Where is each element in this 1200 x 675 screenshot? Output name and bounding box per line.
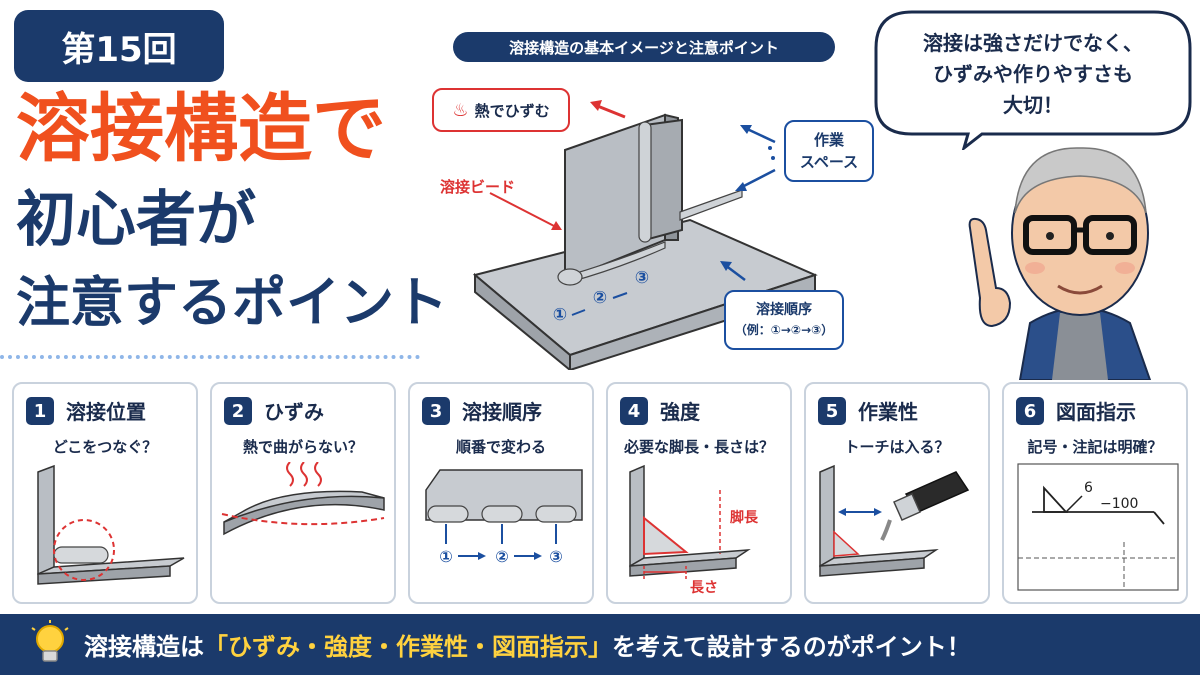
order-marker-3: ③ [549, 547, 563, 566]
card-strength: 4 強度 必要な脚長・長さは？ 脚長 長さ [606, 382, 792, 604]
leg-length-label: 脚長 [730, 510, 759, 526]
card-weld-order: 3 溶接順序 順番で変わる ① ② ③ [408, 382, 594, 604]
order-marker-1: ① [553, 305, 567, 325]
card-weld-position: 1 溶接位置 どこをつなぐ？ [12, 382, 198, 604]
card-drawing-instruction: 6 図面指示 記号・注記は明確？ 6 −100 [1002, 382, 1188, 604]
speech-bubble [874, 10, 1192, 150]
diagram-title: 溶接構造の基本イメージと注意ポイント [453, 32, 835, 62]
weld-symbol-illustration: 6 −100 [1017, 463, 1179, 591]
card-workability: 5 作業性 トーチは入る？ [804, 382, 990, 604]
workability-illustration [819, 464, 970, 577]
weld-length-symbol: −100 [1100, 496, 1138, 512]
footer-banner: 溶接構造は 「ひずみ・強度・作業性・図面指示」 を考えて設計するのがポイント！ [0, 614, 1200, 675]
weld-order-note: 溶接順序 （例：①→②→③） [724, 290, 844, 350]
weld-size-label: 6 [1084, 480, 1093, 496]
welding-torch-icon [880, 471, 970, 541]
dotted-divider [0, 355, 420, 359]
order-marker-1: ① [439, 547, 453, 566]
heat-distortion-note: ♨ 熱でひずむ [432, 88, 570, 132]
weld-bead-label: 溶接ビード [440, 178, 516, 196]
order-marker-2: ② [593, 288, 607, 308]
order-marker-2: ② [495, 547, 509, 566]
weld-bead [557, 121, 743, 286]
weld-position-illustration [37, 464, 185, 585]
work-space-note: 作業 スペース [784, 120, 874, 182]
distortion-illustration [221, 462, 385, 536]
episode-badge: 第15回 [14, 10, 224, 82]
title-line-1: 溶接構造で [16, 86, 386, 172]
order-marker-3: ③ [635, 268, 649, 288]
title-line-2: 初心者が [16, 185, 256, 255]
strength-illustration: 脚長 長さ [629, 464, 759, 596]
presenter-illustration [968, 147, 1152, 380]
weld-order-illustration: ① ② ③ [425, 469, 583, 566]
card-distortion: 2 ひずみ 熱で曲がらない？ [210, 382, 396, 604]
speech-text: 溶接は強さだけでなく、 ひずみや作りやすさも 大切！ [923, 31, 1143, 117]
lightbulb-icon [31, 620, 69, 662]
weld-length-label: 長さ [690, 580, 718, 596]
heat-icon [286, 462, 322, 487]
title-line-3: 注意するポイント [16, 271, 448, 334]
heat-icon: ♨ [452, 99, 469, 121]
